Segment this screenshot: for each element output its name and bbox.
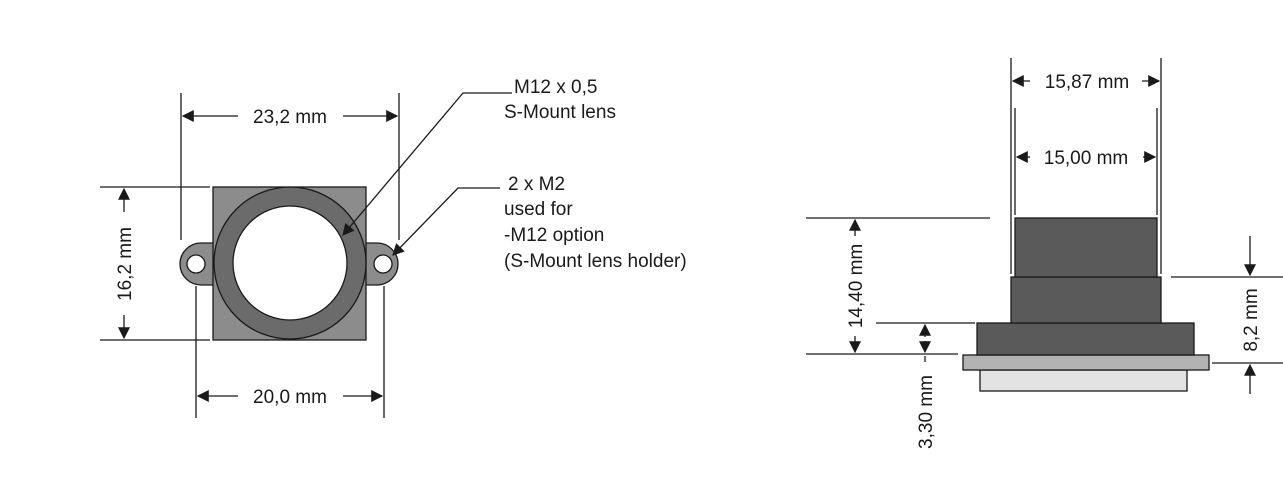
lower-block — [976, 322, 1195, 356]
dimension-height-right-label: 8,2 mm — [1241, 288, 1262, 351]
side-view: 15,87 mm 15,00 mm 14,40 mm 3,30 mm — [806, 58, 1283, 449]
dimension-top-outer-label: 15,87 mm — [1045, 72, 1129, 93]
callout-screws-line3: -M12 option — [504, 225, 604, 246]
dimension-height-flange-label: 3,30 mm — [916, 375, 937, 449]
callout-screws: 2 x M2 used for -M12 option (S-Mount len… — [392, 174, 687, 272]
dimension-width-bottom: 20,0 mm — [195, 286, 385, 418]
front-view: 23,2 mm 16,2 mm 20,0 mm M12 x 0,5 S-Moun… — [100, 77, 687, 418]
dimension-width-top-label: 23,2 mm — [253, 107, 327, 128]
callout-lens-line2: S-Mount lens — [504, 102, 616, 123]
callout-lens: M12 x 0,5 S-Mount lens — [342, 77, 616, 236]
dimension-top-inner-label: 15,00 mm — [1044, 148, 1128, 169]
flange — [962, 354, 1210, 371]
dimension-width-top: 23,2 mm — [180, 93, 400, 240]
dimension-height-left: 16,2 mm — [100, 186, 210, 341]
lens-opening — [232, 205, 348, 321]
dimension-height-right: 8,2 mm — [1171, 236, 1283, 394]
callout-screws-line1: 2 x M2 — [508, 174, 565, 195]
callout-screws-line2: used for — [504, 199, 573, 220]
dimension-height-total: 14,40 mm — [806, 217, 990, 355]
dimension-top-outer: 15,87 mm — [1010, 58, 1162, 274]
dimension-height-flange: 3,30 mm — [876, 322, 975, 449]
screw-hole-right — [373, 254, 393, 274]
callout-screws-line4: (S-Mount lens holder) — [504, 251, 687, 272]
dimension-width-bottom-label: 20,0 mm — [253, 387, 327, 408]
screw-hole-left — [186, 254, 206, 274]
dimension-height-left-label: 16,2 mm — [115, 227, 136, 301]
dimension-height-total-label: 14,40 mm — [846, 244, 867, 328]
base-plate — [979, 369, 1188, 392]
top-block — [1014, 217, 1158, 278]
callout-lens-line1: M12 x 0,5 — [514, 77, 597, 98]
middle-block — [1010, 276, 1162, 324]
dimension-top-inner: 15,00 mm — [1014, 108, 1158, 215]
